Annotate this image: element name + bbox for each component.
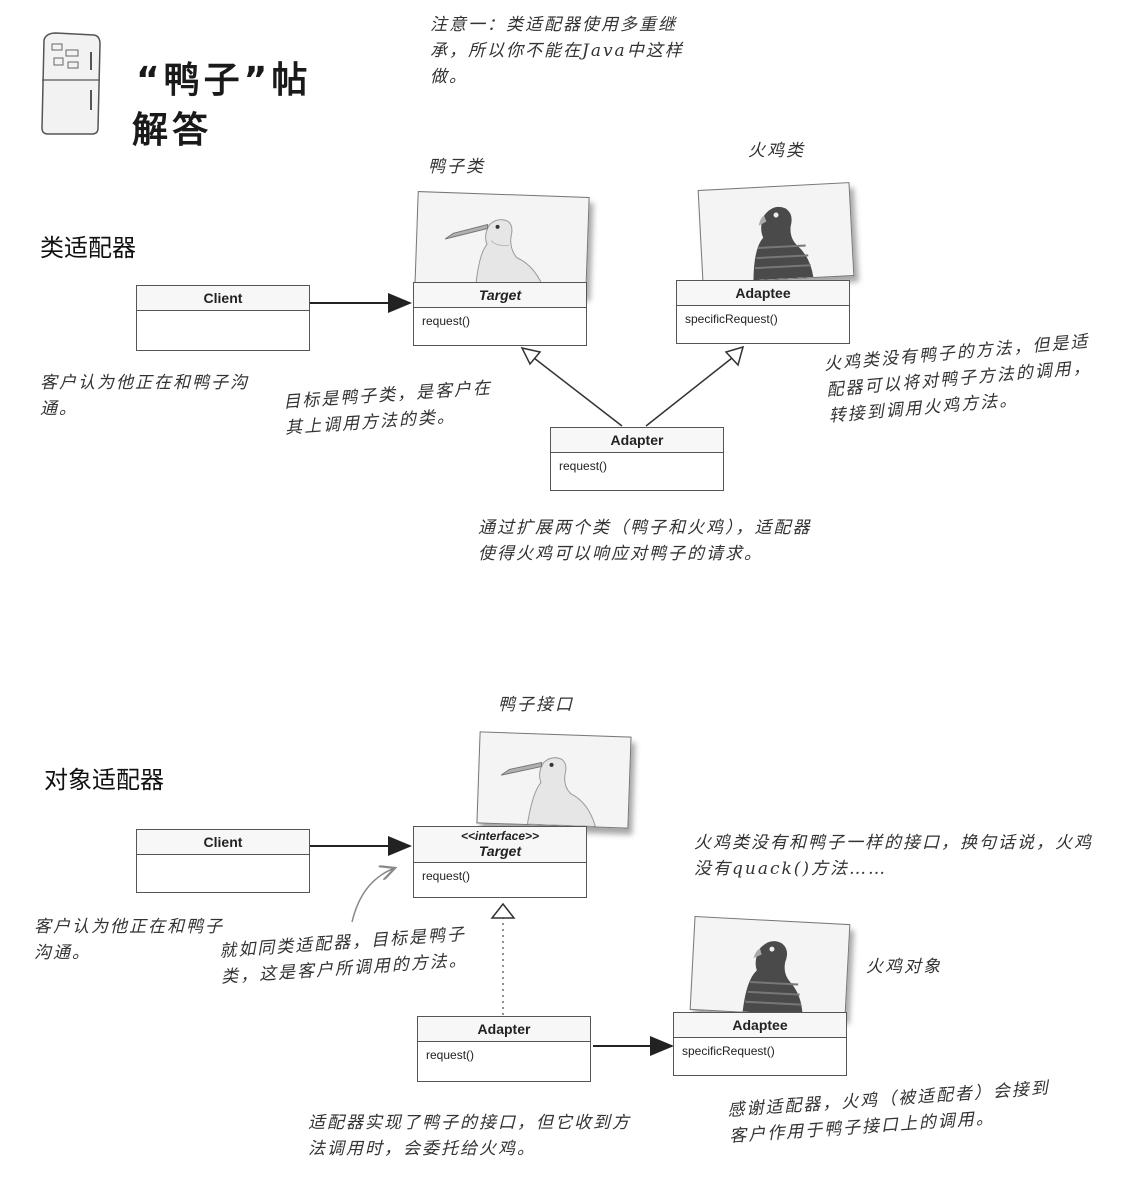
turkey-object-label: 火鸡对象 bbox=[866, 957, 942, 977]
duck-photo bbox=[414, 191, 590, 295]
object-target-header: <<interface>> Target bbox=[414, 827, 586, 863]
object-note-client: 客户认为他正在和鸭子沟通。 bbox=[34, 917, 224, 963]
object-note-adapter: 适配器实现了鸭子的接口，但它收到方法调用时，会委托给火鸡。 bbox=[308, 1113, 631, 1159]
page-title-line2: 解答 bbox=[132, 110, 213, 151]
object-client-box: Client bbox=[136, 829, 310, 893]
class-note-client: 客户认为他正在和鸭子沟通。 bbox=[40, 373, 249, 419]
object-client-name: Client bbox=[137, 830, 309, 855]
object-target-box: <<interface>> Target request() bbox=[413, 826, 587, 898]
turkey-image bbox=[753, 206, 814, 281]
class-adaptee-method: specificRequest() bbox=[685, 312, 778, 326]
class-adapter-box: Adapter request() bbox=[550, 427, 724, 491]
class-adapter-name: Adapter bbox=[551, 428, 723, 453]
adapter-to-target-generalization bbox=[533, 357, 623, 427]
duck-image bbox=[444, 219, 547, 294]
interface-realization-head bbox=[490, 902, 516, 919]
class-adaptee-name: Adaptee bbox=[677, 281, 849, 306]
note-multiple-inheritance: 注意一：类适配器使用多重继承，所以你不能在Java中这样做。 bbox=[430, 15, 684, 87]
adaptee-generalization-head bbox=[724, 345, 745, 367]
duck-interface-photo bbox=[476, 731, 632, 829]
object-client-body bbox=[137, 855, 309, 867]
turkey-photo bbox=[697, 182, 855, 284]
object-adaptee-name: Adaptee bbox=[674, 1013, 846, 1038]
object-adaptee-method: specificRequest() bbox=[682, 1044, 775, 1058]
class-adaptee-box: Adaptee specificRequest() bbox=[676, 280, 850, 344]
class-target-box: Target request() bbox=[413, 282, 587, 346]
page-title-line1: “鸭子”帖 bbox=[136, 60, 312, 101]
object-adapter-method: request() bbox=[426, 1048, 475, 1062]
turkey-object-image bbox=[742, 941, 803, 1015]
hand-drawn-arrow bbox=[351, 868, 395, 923]
class-client-box: Client bbox=[136, 285, 310, 351]
class-target-method: request() bbox=[422, 314, 471, 328]
duck-interface-image bbox=[500, 757, 597, 827]
object-note-turkey: 火鸡类没有和鸭子一样的接口，换句话说，火鸡没有quack()方法…… bbox=[694, 833, 1093, 879]
target-generalization-head bbox=[520, 346, 542, 366]
section-title-object-adapter: 对象适配器 bbox=[44, 766, 164, 794]
class-client-name: Client bbox=[137, 286, 309, 311]
class-note-adapter: 通过扩展两个类（鸭子和火鸡），适配器使得火鸡可以响应对鸭子的请求。 bbox=[478, 518, 812, 564]
fridge-icon bbox=[41, 32, 101, 135]
class-target-name: Target bbox=[414, 283, 586, 308]
object-adapter-box: Adapter request() bbox=[417, 1016, 591, 1082]
object-adapter-name: Adapter bbox=[418, 1017, 590, 1042]
class-adapter-method: request() bbox=[559, 459, 608, 473]
duck-interface-label: 鸭子接口 bbox=[498, 695, 574, 715]
object-target-stereotype: <<interface>> bbox=[460, 829, 540, 843]
object-target-method: request() bbox=[422, 869, 471, 883]
duck-class-label: 鸭子类 bbox=[428, 157, 485, 177]
turkey-class-label: 火鸡类 bbox=[748, 141, 805, 161]
object-adaptee-box: Adaptee specificRequest() bbox=[673, 1012, 847, 1076]
turkey-object-photo bbox=[689, 915, 851, 1019]
adapter-to-adaptee-generalization bbox=[645, 357, 733, 427]
object-target-name: Target bbox=[478, 843, 522, 859]
section-title-class-adapter: 类适配器 bbox=[40, 234, 136, 262]
